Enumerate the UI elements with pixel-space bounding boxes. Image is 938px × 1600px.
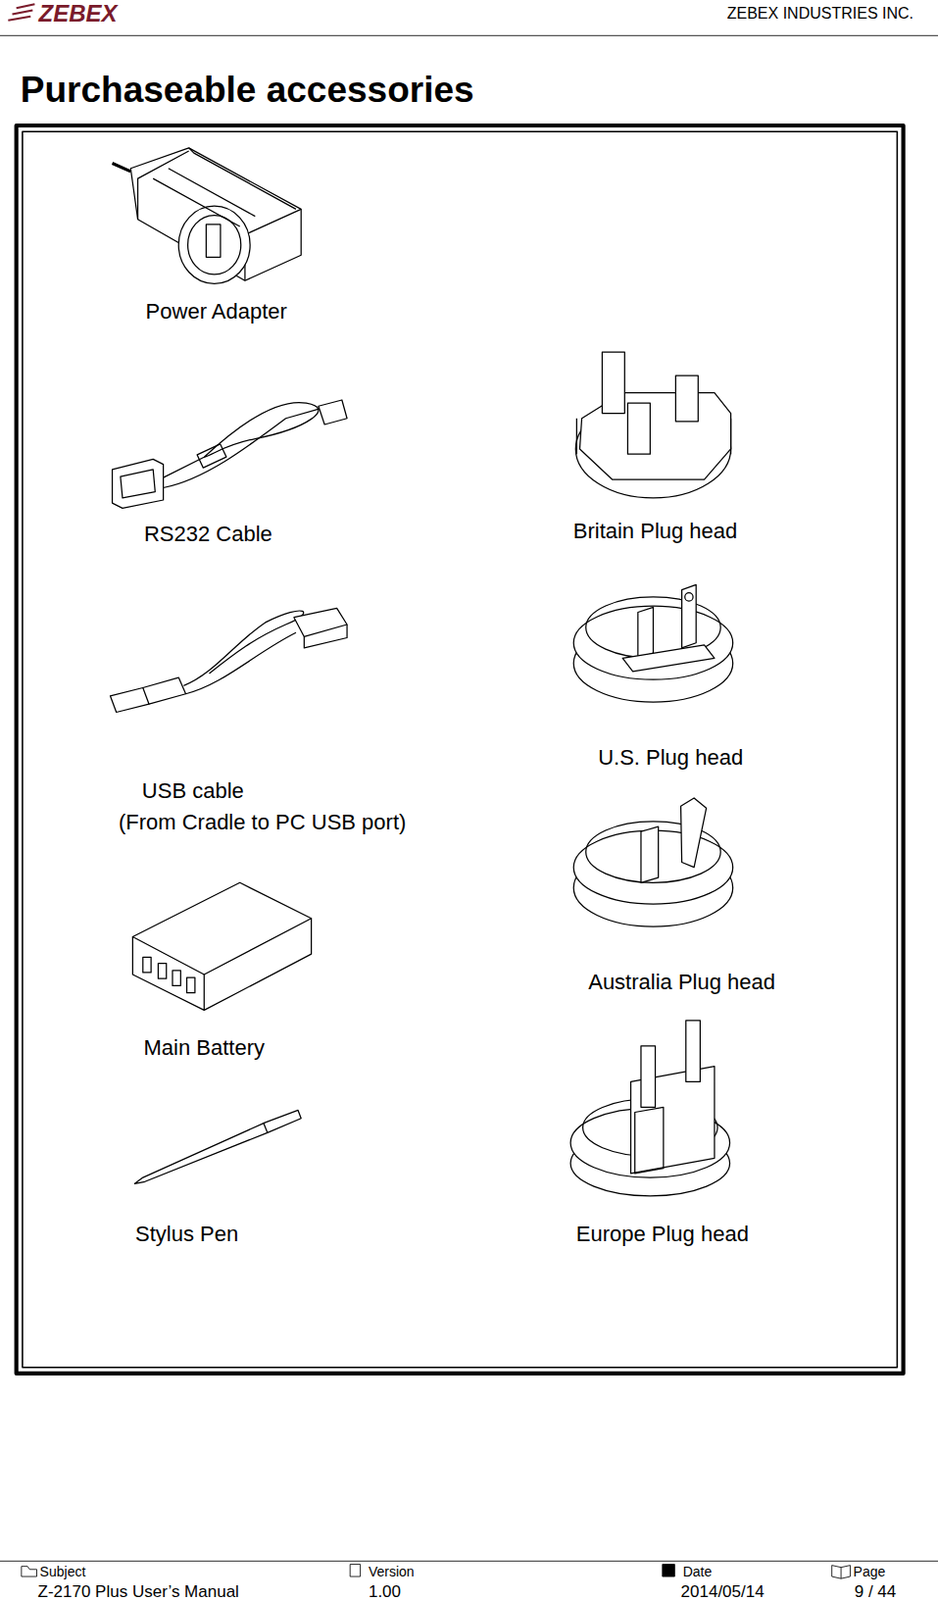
page-title: Purchaseable accessories — [20, 68, 475, 111]
footer-heading: Page — [853, 1563, 887, 1580]
part-name: USB cable — [142, 778, 245, 803]
part-name: Power Adapter — [146, 299, 288, 325]
part-name: Australia Plug head — [588, 970, 776, 995]
footer-value: 2014/05/14 — [681, 1581, 765, 1600]
footer-heading: Version — [368, 1563, 415, 1580]
company-name: ZEBEX INDUSTRIES INC. — [727, 3, 914, 22]
part-name: U.S. Plug head — [597, 745, 743, 771]
part-name: Europe Plug head — [576, 1222, 749, 1247]
footer-value: Z-2170 Plus User’s Manual — [38, 1581, 240, 1600]
footer-value: 1.00 — [368, 1581, 401, 1600]
footer-value: 9 / 44 — [854, 1581, 897, 1600]
part-name: Britain Plug head — [573, 519, 739, 544]
footer-heading: Date — [683, 1563, 713, 1580]
footer-heading: Subject — [40, 1563, 87, 1580]
part-name: Stylus Pen — [135, 1222, 239, 1247]
part-name: Main Battery — [144, 1035, 266, 1060]
part-name: RS232 Cable — [144, 522, 273, 547]
logo-text: ZEBEX — [39, 0, 118, 27]
part-note: (From Cradle to PC USB port) — [118, 809, 406, 835]
